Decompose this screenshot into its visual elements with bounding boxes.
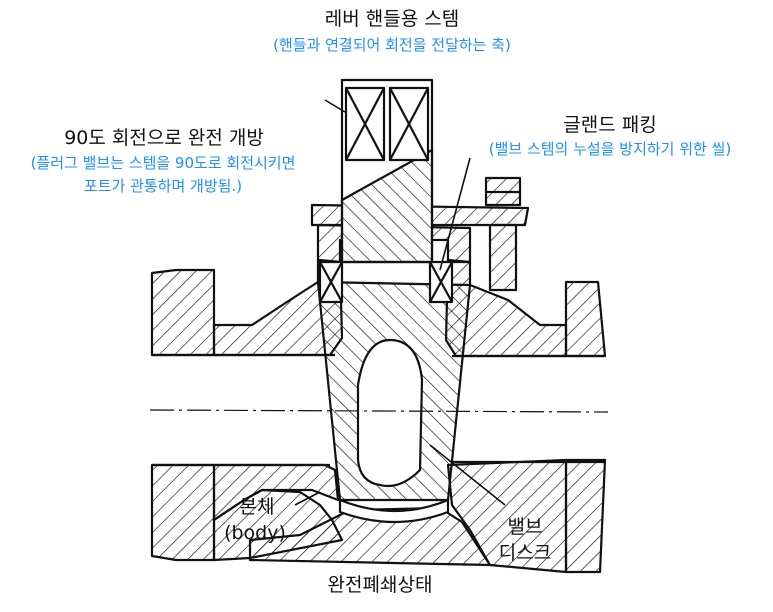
- label-valve-disc-2: 디스크: [498, 542, 552, 564]
- desc-gland-packing: (밸브 스템의 누설을 방지하기 위한 씰): [488, 140, 732, 158]
- caption-fully-closed: 완전폐쇄상태: [327, 574, 433, 596]
- plug-port: [356, 338, 424, 488]
- label-valve-disc-1: 밸브: [507, 516, 543, 538]
- leader-body: [294, 491, 321, 506]
- desc-rotation-line-1: (플러그 밸브는 스템을 90도로 회전시키면: [30, 154, 296, 172]
- desc-lever-stem: (핸들과 연결되어 회전을 전달하는 축): [273, 36, 511, 54]
- leader-gland: [439, 157, 471, 271]
- right-flange: [564, 280, 607, 358]
- label-full-open-rotation: 90도 회전으로 완전 개방: [64, 127, 264, 149]
- label-gland-packing: 글랜드 패킹: [563, 114, 657, 136]
- center-line: [149, 409, 609, 413]
- label-lever-stem: 레버 핸들용 스템: [324, 8, 460, 30]
- leader-disc: [429, 444, 506, 506]
- label-body-en: (body): [224, 522, 286, 544]
- desc-rotation-line-2: 포트가 관통하며 개방됨.): [83, 177, 243, 195]
- leader-stem: [324, 99, 346, 113]
- right-flange-lower: [564, 458, 607, 574]
- left-flange-lower: [150, 463, 216, 562]
- label-body: 본체: [239, 496, 275, 518]
- left-flange: [150, 268, 216, 357]
